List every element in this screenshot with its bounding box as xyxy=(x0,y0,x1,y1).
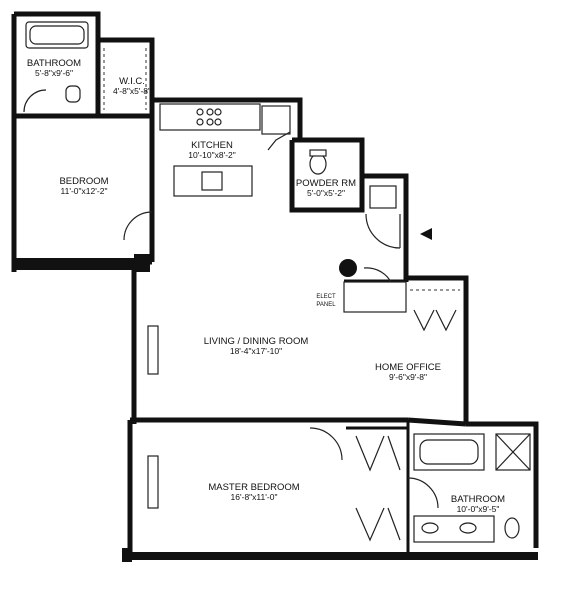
bottom-window-sill xyxy=(122,548,132,562)
dims-home-office: 9'-6"x9'-8" xyxy=(389,372,427,382)
refrigerator xyxy=(261,105,291,135)
toilet-top xyxy=(65,85,81,103)
label-panel: PANEL xyxy=(316,302,336,308)
label-master-bedroom: MASTER BEDROOM xyxy=(208,482,299,493)
dims-powder-rm: 5'-0"x5'-2" xyxy=(307,188,345,198)
dims-bathroom-master: 10'-0"x9'-5" xyxy=(457,504,500,514)
fixtures xyxy=(23,21,531,543)
label-wic: W.I.C. xyxy=(119,76,145,87)
dims-master-bedroom: 16'-8"x11'-0" xyxy=(231,492,278,502)
powder-sink xyxy=(369,185,397,209)
bathtub-top xyxy=(25,21,89,49)
walls xyxy=(11,11,539,560)
dims-living-dining: 18'-4"x17'-10" xyxy=(230,346,282,356)
window-left-2 xyxy=(147,455,159,509)
kitchen-island xyxy=(173,165,253,197)
label-bathroom-top: BATHROOM xyxy=(27,58,81,69)
toilet-master xyxy=(504,517,520,539)
label-powder-rm: POWDER RM xyxy=(296,178,356,189)
dims-kitchen: 10'-10"x8'-2" xyxy=(188,150,236,160)
elect-panel xyxy=(343,281,407,313)
toilet-powder xyxy=(309,153,327,175)
window-left-1 xyxy=(147,325,159,375)
north-arrow-icon xyxy=(420,228,432,240)
label-bedroom: BEDROOM xyxy=(59,176,108,187)
room-labels: BATHROOM 5'-8"x9'-6" W.I.C. 4'-8"x5'-8" … xyxy=(27,58,505,514)
label-home-office: HOME OFFICE xyxy=(375,362,441,373)
dims-bedroom: 11'-0"x12'-2" xyxy=(61,186,108,196)
dims-bathroom-top: 5'-8"x9'-6" xyxy=(35,68,73,78)
structural-column xyxy=(134,254,150,272)
label-living-dining: LIVING / DINING ROOM xyxy=(204,336,309,347)
kitchen-counter xyxy=(159,103,261,131)
column-circle xyxy=(339,259,357,277)
label-elect: ELECT xyxy=(316,294,336,300)
label-kitchen: KITCHEN xyxy=(191,140,233,151)
bedroom-window-sill xyxy=(14,258,134,270)
dims-wic: 4'-8"x5'-8" xyxy=(113,86,151,96)
vanity xyxy=(413,515,495,543)
label-bathroom-master: BATHROOM xyxy=(451,494,505,505)
